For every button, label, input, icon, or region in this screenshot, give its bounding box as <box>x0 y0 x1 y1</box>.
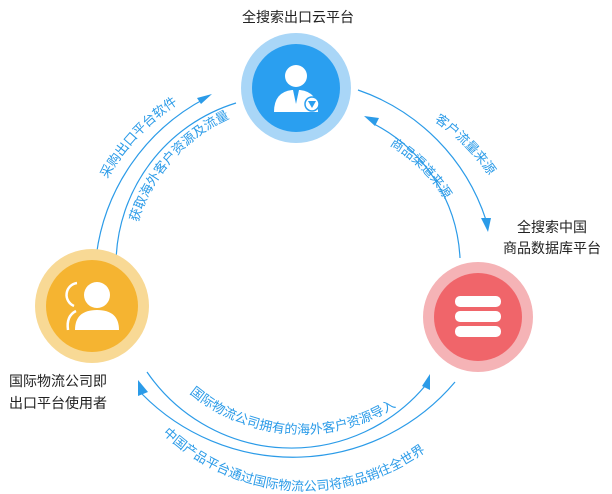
flow-label-inner-bottom: 国际物流公司拥有的海外客户资源导入 <box>187 384 398 438</box>
arrowhead-outer-left <box>197 94 212 104</box>
arrow-arc-outer-left <box>95 97 207 259</box>
flow-label-inner-bottom-text: 国际物流公司拥有的海外客户资源导入 <box>187 384 398 438</box>
arrow-arc-inner-right <box>373 123 461 259</box>
business-user-icon <box>274 65 320 112</box>
node-cloud-title: 全搜索出口云平台 <box>242 9 354 26</box>
node-database-title-line2: 商品数据库平台 <box>503 241 601 257</box>
node-cloud-core <box>252 44 340 132</box>
arrow-arc-inner-bottom <box>146 371 426 449</box>
arrowhead-outer-right <box>481 218 491 232</box>
users-icon <box>65 281 119 331</box>
arrow-arc-outer-bottom <box>141 381 456 458</box>
flow-label-inner-right-text: 商品渠道来源 <box>387 136 454 202</box>
node-logistics-users: 国际物流公司即 出口平台使用者 <box>9 249 149 412</box>
arrowhead-outer-bottom <box>138 380 148 396</box>
arrow-arc-inner-left <box>115 102 237 263</box>
node-logistics-title-line2: 出口平台使用者 <box>9 395 107 412</box>
arrow-arc-outer-right <box>357 89 487 221</box>
node-logistics-title-line1: 国际物流公司即 <box>9 374 107 390</box>
node-database-title-line1: 全搜索中国 <box>517 219 587 236</box>
flow-label-inner-right: 商品渠道来源 <box>387 136 454 202</box>
arrowhead-inner-right <box>364 116 379 126</box>
node-database-platform: 全搜索中国 商品数据库平台 <box>423 219 601 372</box>
node-cloud-platform: 全搜索出口云平台 <box>241 9 354 143</box>
arrowhead-inner-bottom <box>422 374 430 390</box>
database-icon <box>455 296 501 337</box>
